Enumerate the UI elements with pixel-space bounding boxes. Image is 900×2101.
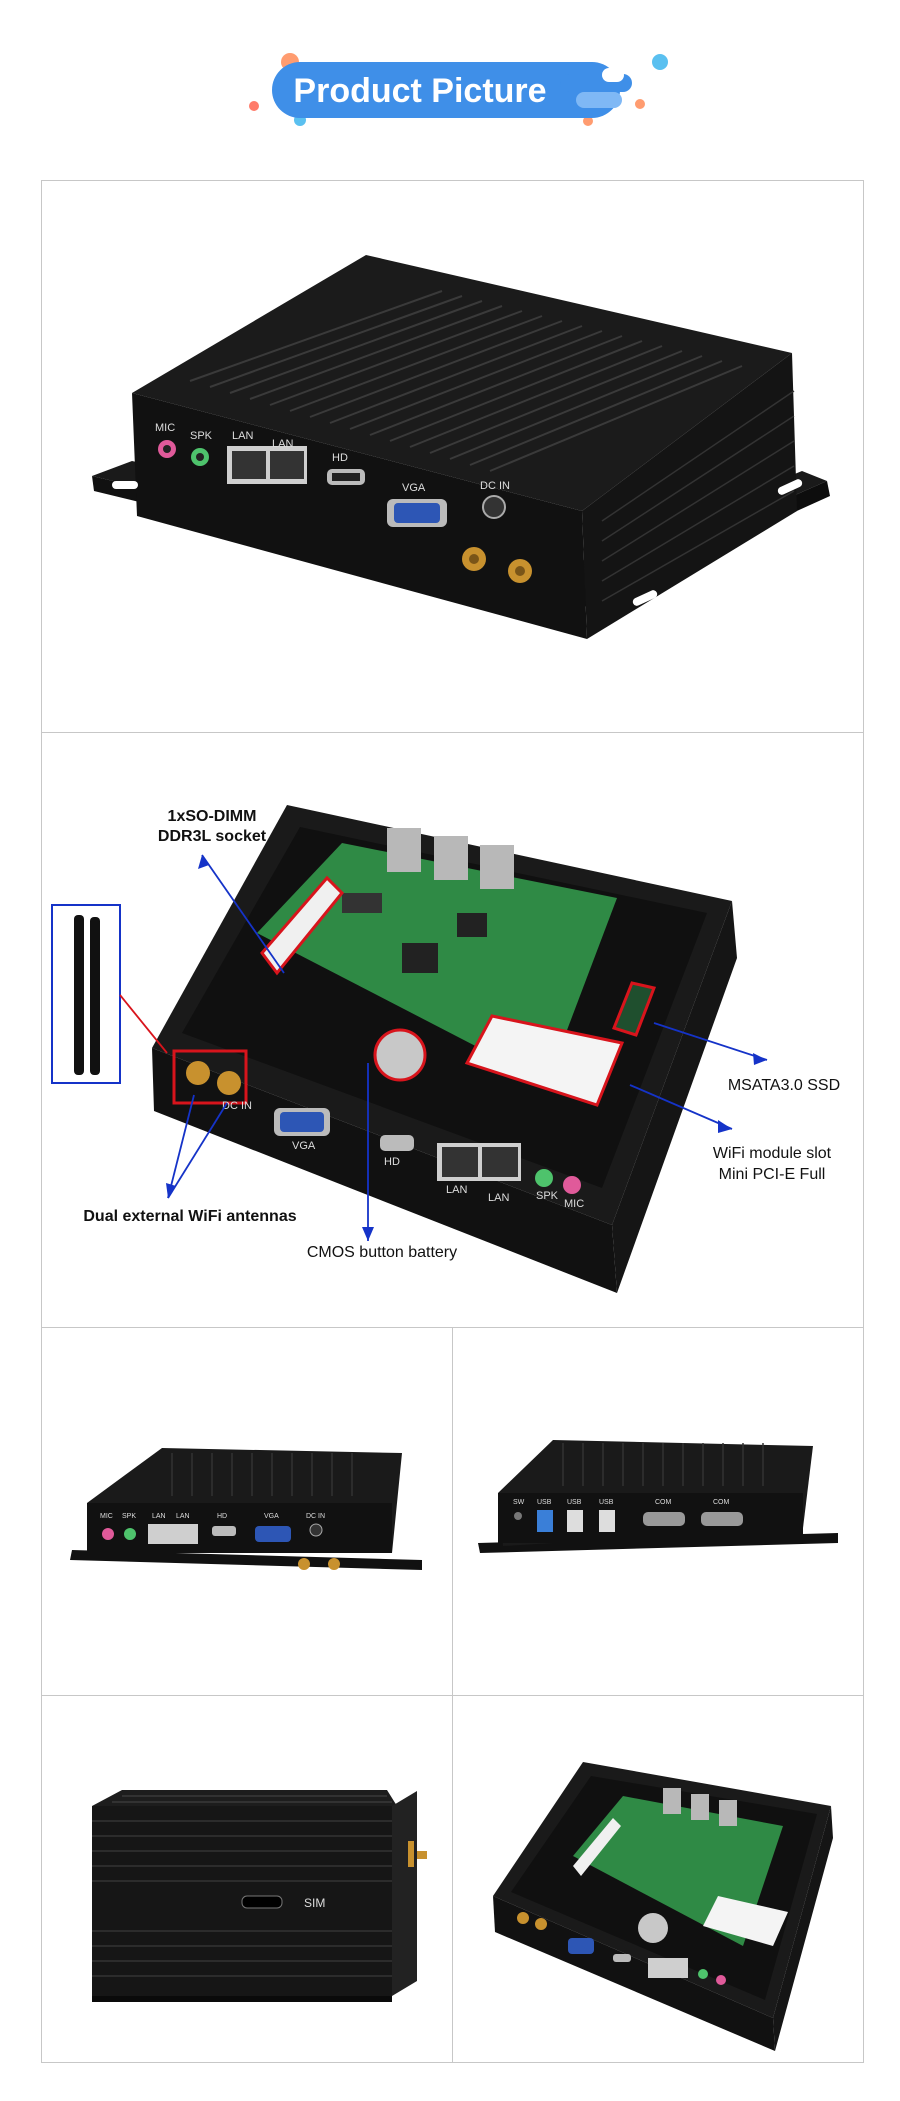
antenna-highlight-box — [51, 904, 121, 1084]
label-usb-3: USB — [599, 1499, 614, 1506]
photo-rear-small: SW USB USB USB COM COM — [453, 1328, 863, 1696]
label-spk: SPK — [122, 1513, 136, 1520]
label-dc-in: DC IN — [306, 1513, 325, 1520]
label-spk: SPK — [190, 430, 213, 442]
label-mic: MIC — [564, 1198, 584, 1210]
label-lan-1: LAN — [232, 430, 253, 442]
label-vga: VGA — [292, 1140, 316, 1152]
label-spk: SPK — [536, 1190, 559, 1202]
label-lan-2: LAN — [488, 1192, 509, 1204]
photo-front-angled: MIC SPK LAN LAN HD VGA DC IN — [42, 181, 863, 733]
label-dc-in: DC IN — [222, 1100, 252, 1112]
label-lan-2: LAN — [176, 1513, 190, 1520]
photo-internal-small — [453, 1696, 863, 2062]
label-mic: MIC — [100, 1513, 113, 1520]
label-sw: SW — [513, 1499, 525, 1506]
label-dc-in: DC IN — [480, 480, 510, 492]
product-photo-grid: MIC SPK LAN LAN HD VGA DC IN — [41, 180, 864, 2063]
label-hd: HD — [384, 1156, 400, 1168]
label-usb-2: USB — [567, 1499, 582, 1506]
callout-antennas: Dual external WiFi antennas — [83, 1208, 296, 1225]
photo-side-sim: SIM — [42, 1696, 453, 2062]
callout-sodimm-line2: DDR3L socket — [158, 828, 267, 845]
label-hd: HD — [332, 452, 348, 464]
callout-msata: MSATA3.0 SSD — [728, 1077, 840, 1094]
label-sim: SIM — [304, 1896, 325, 1910]
label-mic: MIC — [155, 422, 175, 434]
callout-wifi-line1: WiFi module slot — [713, 1145, 832, 1162]
callout-wifi-line2: Mini PCI-E Full — [719, 1166, 826, 1183]
label-usb-1: USB — [537, 1499, 552, 1506]
label-lan-2: LAN — [272, 438, 293, 450]
photo-front-small: MIC SPK LAN LAN HD VGA DC IN — [42, 1328, 453, 1696]
label-hd: HD — [217, 1513, 227, 1520]
label-lan-1: LAN — [152, 1513, 166, 1520]
label-com-2: COM — [713, 1499, 730, 1506]
label-vga: VGA — [264, 1513, 279, 1520]
callout-sodimm-line1: 1xSO-DIMM — [168, 808, 257, 825]
photo-internal-annotated: DC IN VGA HD LAN LAN SPK MIC — [42, 733, 863, 1328]
callout-cmos: CMOS button battery — [307, 1244, 457, 1261]
label-com-1: COM — [655, 1499, 672, 1506]
label-lan-1: LAN — [446, 1184, 467, 1196]
banner-title: Product Picture — [293, 72, 546, 110]
product-picture-banner: Product Picture — [0, 0, 900, 140]
label-vga: VGA — [402, 482, 426, 494]
